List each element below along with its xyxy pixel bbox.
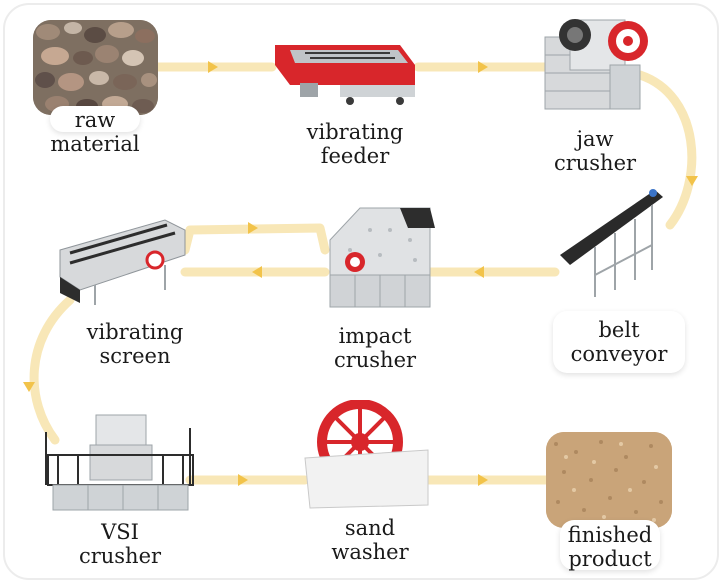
raw-material-photo bbox=[33, 20, 158, 115]
flow-screen-to-vsi bbox=[29, 295, 75, 445]
arrow-right-3 bbox=[248, 222, 258, 234]
arrow-right-4 bbox=[238, 474, 248, 486]
stage-label-vsi-crusher: VSI crusher bbox=[60, 520, 180, 568]
stage-label-belt-conveyor: belt conveyor bbox=[553, 318, 685, 366]
stage-label-line2: crusher bbox=[78, 544, 162, 568]
stage-label-line2: crusher bbox=[333, 348, 417, 372]
arrow-down-1 bbox=[686, 176, 698, 186]
sand-image bbox=[546, 432, 672, 528]
stage-label-line1: sand bbox=[344, 516, 396, 540]
stage-label-line1: jaw bbox=[576, 127, 614, 151]
stage-label-line2: material bbox=[50, 132, 140, 156]
arrow-right-2 bbox=[478, 61, 488, 73]
vibrating-screen-image bbox=[59, 219, 186, 305]
belt-conveyor-label-pill bbox=[553, 311, 685, 373]
impact-crusher-image bbox=[329, 207, 435, 308]
stage-label-jaw-crusher: jaw crusher bbox=[535, 127, 655, 175]
belt-conveyor-image bbox=[560, 189, 663, 297]
stage-label-line1: vibrating bbox=[306, 120, 404, 144]
sand-washer-image bbox=[304, 400, 429, 509]
arrow-right-1 bbox=[208, 61, 218, 73]
stage-label-impact-crusher: impact crusher bbox=[310, 324, 440, 372]
stage-label-line1: finished bbox=[567, 523, 653, 547]
jaw-crusher-image bbox=[544, 19, 648, 110]
stage-label-line1: raw bbox=[74, 108, 116, 132]
vsi-crusher-image bbox=[45, 414, 194, 511]
stage-label-line2: crusher bbox=[553, 151, 637, 175]
arrow-left-2 bbox=[252, 266, 262, 278]
stage-label-line1: VSI bbox=[101, 520, 139, 544]
stage-label-vibrating-screen: vibrating screen bbox=[70, 320, 200, 368]
arrow-right-5 bbox=[478, 474, 488, 486]
stage-label-vibrating-feeder: vibrating feeder bbox=[290, 120, 420, 168]
stage-label-line2: conveyor bbox=[570, 342, 668, 366]
flow-jaw-to-conveyor bbox=[635, 70, 697, 230]
finished-product-label-pill bbox=[560, 520, 660, 570]
stage-label-line2: feeder bbox=[320, 144, 390, 168]
stage-label-line2: screen bbox=[99, 344, 171, 368]
stage-label-raw-material: raw material bbox=[40, 108, 150, 156]
raw-material-label-pill bbox=[50, 106, 140, 132]
stage-label-sand-washer: sand washer bbox=[310, 516, 430, 564]
finished-product-photo bbox=[546, 432, 672, 528]
stage-label-line2: product bbox=[568, 547, 652, 571]
stage-label-finished-product: finished product bbox=[550, 523, 670, 571]
stage-label-line2: washer bbox=[331, 540, 409, 564]
flow-recirculation-loop bbox=[180, 223, 330, 255]
stones-image bbox=[33, 20, 158, 115]
arrow-left-1 bbox=[474, 266, 484, 278]
stage-label-line1: vibrating bbox=[86, 320, 184, 344]
arrow-down-2 bbox=[23, 382, 35, 392]
stage-label-line1: belt bbox=[598, 318, 640, 342]
vibrating-feeder-image bbox=[275, 45, 415, 105]
stage-label-line1: impact bbox=[338, 324, 412, 348]
